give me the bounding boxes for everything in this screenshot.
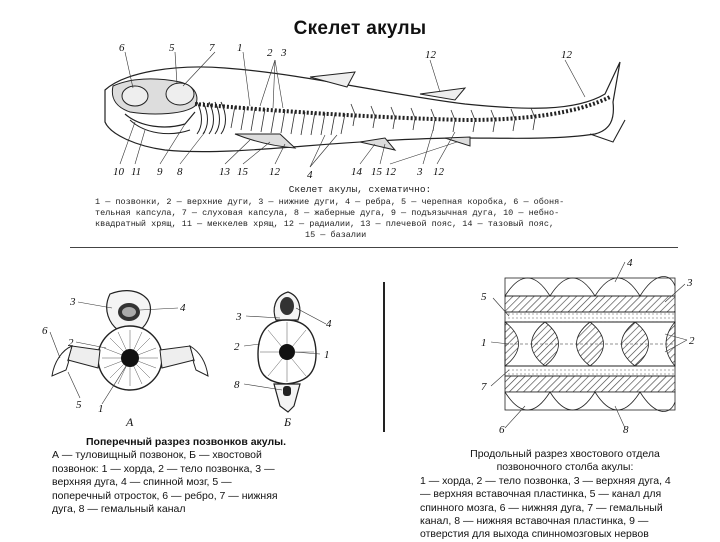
rib <box>51 345 73 377</box>
long-label-2: 2 <box>689 335 695 347</box>
long-caption-title-2: позвоночного столба акулы: <box>496 461 634 474</box>
legend-line: тельная капсула, 7 — слуховая капсула, 8… <box>95 208 560 218</box>
a-label-6: 6 <box>42 325 48 337</box>
label-12-bottom-c: 12 <box>433 166 445 178</box>
a-label-4: 4 <box>180 302 186 314</box>
long-caption-title-1: Продольный разрез хвостового отдела <box>470 448 660 460</box>
caption-line: спинного мозга, 6 — нижняя дуга, 7 — гем… <box>420 501 663 514</box>
upper-arch <box>504 295 676 313</box>
long-label-5: 5 <box>481 291 487 303</box>
a-label-3: 3 <box>69 296 76 308</box>
long-label-4: 4 <box>627 257 633 269</box>
pelvic-fin <box>359 137 397 151</box>
label-11: 11 <box>131 166 141 178</box>
caption-line: канал, 8 — нижняя вставочная пластинка, … <box>420 515 649 528</box>
caption-line: — верхняя вставочная пластинка, 5 — кана… <box>420 488 662 501</box>
vertebra-cross-section-figure: 3 4 2 6 5 1 А 3 4 2 1 8 Б <box>42 290 332 429</box>
label-12-bottom-a: 12 <box>269 166 281 178</box>
caption-line: позвонок: 1 — хорда, 2 — тело позвонка, … <box>52 462 275 475</box>
b-label-8: 8 <box>234 379 240 391</box>
b-label-2: 2 <box>234 341 240 353</box>
legend-line: 15 — базалии <box>305 230 367 240</box>
b-label-1: 1 <box>324 349 330 361</box>
notochord <box>121 349 139 367</box>
olfactory-capsule <box>121 85 149 107</box>
b-figure-letter: Б <box>283 415 291 429</box>
label-12-top-b: 12 <box>561 49 573 61</box>
long-label-3: 3 <box>686 277 693 289</box>
cross-section-caption: Поперечный разрез позвонков акулы. А — т… <box>52 436 352 516</box>
label-14: 14 <box>351 166 363 178</box>
ribs <box>230 105 346 136</box>
label-1: 1 <box>237 42 243 54</box>
a-label-5: 5 <box>76 399 82 411</box>
caption-line: дуга, 8 — гемальный канал <box>52 503 186 516</box>
haemal-canal <box>283 386 291 396</box>
long-label-8: 8 <box>623 424 629 436</box>
longitudinal-section-figure: 4 3 5 2 1 7 6 8 <box>481 257 695 436</box>
spinal-canal <box>504 311 676 323</box>
cross-section-caption-title: Поперечный разрез позвонков акулы. <box>86 436 287 448</box>
first-dorsal-fin <box>309 71 356 88</box>
label-10: 10 <box>113 166 125 178</box>
long-label-1: 1 <box>481 337 487 349</box>
label-2: 2 <box>267 47 273 59</box>
shark-body-outline <box>104 61 621 153</box>
label-3-bottom: 3 <box>416 166 423 178</box>
b-label-3: 3 <box>235 311 242 323</box>
otic-capsule <box>165 82 195 106</box>
legend-line: 1 — позвонки, 2 — верхние дуги, 3 — нижн… <box>95 197 565 207</box>
haemal-arch <box>273 383 301 413</box>
lower-arch <box>504 375 676 393</box>
pointer-lines-top <box>124 51 586 109</box>
label-15-a: 15 <box>237 166 249 178</box>
caption-line: А — туловищный позвонок, Б — хвостовой <box>52 449 262 462</box>
tail-fin <box>589 119 626 143</box>
legend-line: квадратный хрящ, 11 — меккелев хрящ, 12 … <box>95 219 555 229</box>
label-5: 5 <box>169 42 175 54</box>
label-4: 4 <box>307 169 313 181</box>
haemal-canal-long <box>504 365 676 377</box>
a-label-1: 1 <box>98 403 104 415</box>
caption-line: отверстия для выхода спинномозговых нерв… <box>420 528 649 541</box>
a-figure-letter: А <box>125 415 134 429</box>
label-12-top-a: 12 <box>425 49 437 61</box>
longitudinal-section-caption: Продольный разрез хвостового отдела позв… <box>420 448 710 542</box>
label-13: 13 <box>219 166 231 178</box>
long-label-6: 6 <box>499 424 505 436</box>
pointer-lines-bottom <box>119 121 458 168</box>
page-title: Скелет акулы <box>293 18 427 39</box>
pectoral-fin <box>234 133 297 149</box>
caudal-vertebra <box>243 291 327 413</box>
second-dorsal-fin <box>419 87 467 101</box>
vertical-divider <box>383 282 385 432</box>
horizontal-divider <box>70 247 678 248</box>
transverse-process <box>67 345 101 369</box>
label-15-b: 15 <box>371 166 383 178</box>
label-12-bottom-b: 12 <box>385 166 397 178</box>
lower-intercalary-plate <box>504 391 676 411</box>
caption-line: поперечный отросток, 6 — ребро, 7 — нижн… <box>52 489 278 502</box>
b-label-4: 4 <box>326 318 332 330</box>
label-9: 9 <box>157 166 163 178</box>
label-8: 8 <box>177 166 183 178</box>
caption-line: 1 — хорда, 2 — тело позвонка, 3 — верхня… <box>420 474 671 487</box>
long-label-7: 7 <box>481 381 487 393</box>
label-7: 7 <box>209 42 215 54</box>
a-label-2: 2 <box>68 337 74 349</box>
shark-skeleton-figure: 6 5 7 1 2 3 12 12 10 11 9 8 13 15 12 4 1… <box>104 42 626 181</box>
trunk-vertebra <box>49 290 209 405</box>
label-6: 6 <box>119 42 125 54</box>
top-figure-caption: Скелет акулы, схематично: <box>288 184 432 195</box>
vertebral-column <box>194 95 611 123</box>
vertebral-arches <box>350 103 536 133</box>
upper-intercalary-plate <box>504 277 676 297</box>
caption-line: верхняя дуга, 4 — спинной мозг, 5 — <box>52 476 232 489</box>
label-3: 3 <box>280 47 287 59</box>
top-figure-legend: 1 — позвонки, 2 — верхние дуги, 3 — нижн… <box>95 197 640 241</box>
